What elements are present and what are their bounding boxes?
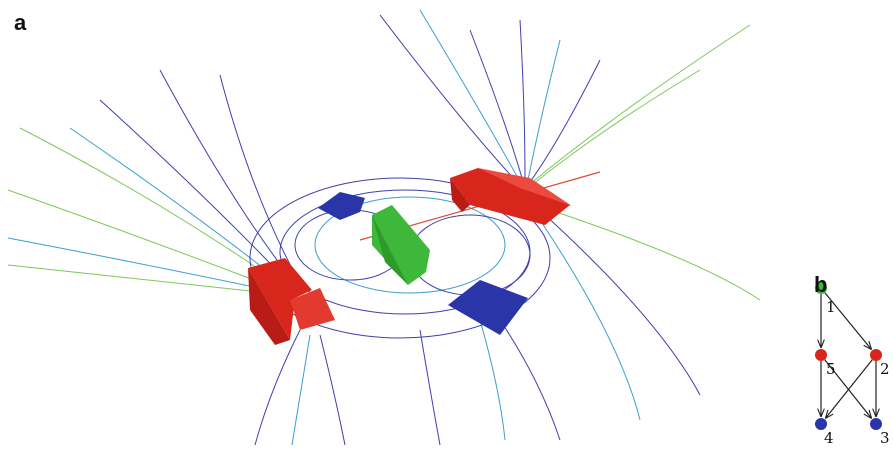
streamlines <box>7 9 761 446</box>
streamline <box>527 39 561 181</box>
source-glyph-right-side <box>450 178 470 212</box>
graph-node-label-3: 3 <box>880 429 890 447</box>
streamline <box>469 29 523 179</box>
streamline <box>291 334 311 446</box>
streamline <box>531 69 701 186</box>
panel-label-a: a <box>14 10 27 35</box>
streamline <box>419 9 519 179</box>
graph-node-5 <box>815 349 827 361</box>
sink-glyph-top <box>318 192 365 220</box>
streamline <box>7 264 279 295</box>
source-glyph-left-face <box>248 258 312 340</box>
source-glyph-right-face <box>450 168 570 225</box>
sink-glyph-bottom <box>448 280 528 335</box>
streamline <box>419 329 441 446</box>
streamline <box>7 237 279 293</box>
streamline <box>7 189 281 291</box>
graph-node-label-2: 2 <box>880 360 890 378</box>
streamline <box>69 127 286 286</box>
saddle-glyph <box>372 205 430 285</box>
streamline <box>254 329 301 446</box>
streamline-loop <box>314 196 506 294</box>
critical-point-glyphs <box>248 168 572 345</box>
graph-node-label-4: 4 <box>824 429 834 447</box>
streamline-loop <box>249 177 551 339</box>
graph-node-1 <box>815 282 827 294</box>
topology-graph: 1 5 2 4 3 <box>815 282 890 447</box>
graph-node-label-5: 5 <box>826 360 836 378</box>
graph-edge-2-4 <box>825 359 873 419</box>
streamline <box>529 24 751 185</box>
graph-node-4 <box>815 418 827 430</box>
graph-node-3 <box>870 418 882 430</box>
streamline <box>159 69 293 281</box>
streamline <box>539 219 641 421</box>
source-glyph-left-top <box>290 288 335 330</box>
source-glyph-right <box>450 168 572 225</box>
streamline <box>479 319 506 441</box>
source-glyph-left-side <box>248 268 290 345</box>
source-glyph-right-top <box>478 168 572 206</box>
streamline <box>549 209 761 301</box>
streamline <box>519 19 526 179</box>
streamline <box>319 334 346 446</box>
graph-node-label-1: 1 <box>826 298 836 316</box>
streamline <box>529 59 601 183</box>
streamline <box>499 319 561 441</box>
streamline <box>544 214 701 396</box>
streamline <box>219 74 297 277</box>
source-glyph-left <box>248 258 335 345</box>
graph-node-2 <box>870 349 882 361</box>
streamline <box>379 14 516 181</box>
streamline <box>99 99 289 283</box>
graph-edge-1-2 <box>824 292 872 350</box>
panel-label-b: b <box>814 272 828 297</box>
